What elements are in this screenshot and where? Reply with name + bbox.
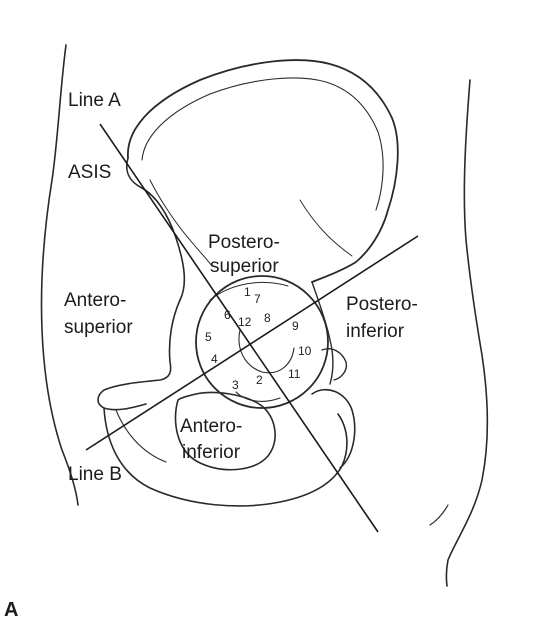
antero-superior-line-2: superior [64, 317, 133, 338]
clock-number-3: 3 [232, 378, 239, 392]
clock-number-12: 12 [238, 315, 252, 329]
left-body-outline [41, 45, 78, 505]
right-body-outline-inner [430, 505, 448, 525]
clock-number-7: 7 [254, 292, 261, 306]
asis-label: ASIS [68, 162, 111, 183]
panel-letter: A [4, 599, 18, 621]
clock-number-9: 9 [292, 319, 299, 333]
clock-number-10: 10 [298, 344, 312, 358]
asis-outline [127, 158, 185, 300]
postero-superior-line-1: Postero- [208, 232, 280, 253]
acetabular-fossa [239, 330, 294, 373]
iliac-fossa-detail [300, 200, 352, 256]
antero-inferior-line-1: Antero- [180, 416, 242, 437]
line-a [100, 124, 378, 532]
clock-number-4: 4 [211, 352, 218, 366]
postero-inferior-line-2: inferior [346, 321, 405, 342]
antero-inferior-line-2: inferior [182, 442, 241, 463]
right-body-outline [446, 80, 487, 586]
iliac-wing-inner-contour [142, 78, 383, 210]
line-b-label: Line B [68, 464, 122, 485]
clock-number-2: 2 [256, 373, 263, 387]
postero-inferior-line-1: Postero- [346, 294, 418, 315]
postero-superior-line-2: superior [210, 256, 279, 277]
acetabular-notch [236, 392, 280, 401]
antero-superior-line-1: Antero- [64, 290, 126, 311]
line-a-label: Line A [68, 90, 121, 111]
antero-superior-label: Antero- superior [64, 290, 133, 338]
clock-number-11: 11 [288, 367, 301, 381]
clock-number-8: 8 [264, 311, 271, 325]
pubic-ramus-inner [116, 410, 166, 462]
clock-number-1: 1 [244, 285, 251, 299]
postero-inferior-label: Postero- inferior [346, 294, 423, 342]
clock-number-5: 5 [205, 330, 212, 344]
ischial-spine [322, 349, 346, 380]
postero-superior-label: Postero- superior [208, 232, 285, 277]
antero-inferior-label: Antero- inferior [180, 416, 248, 463]
ischial-tuberosity [312, 390, 355, 468]
